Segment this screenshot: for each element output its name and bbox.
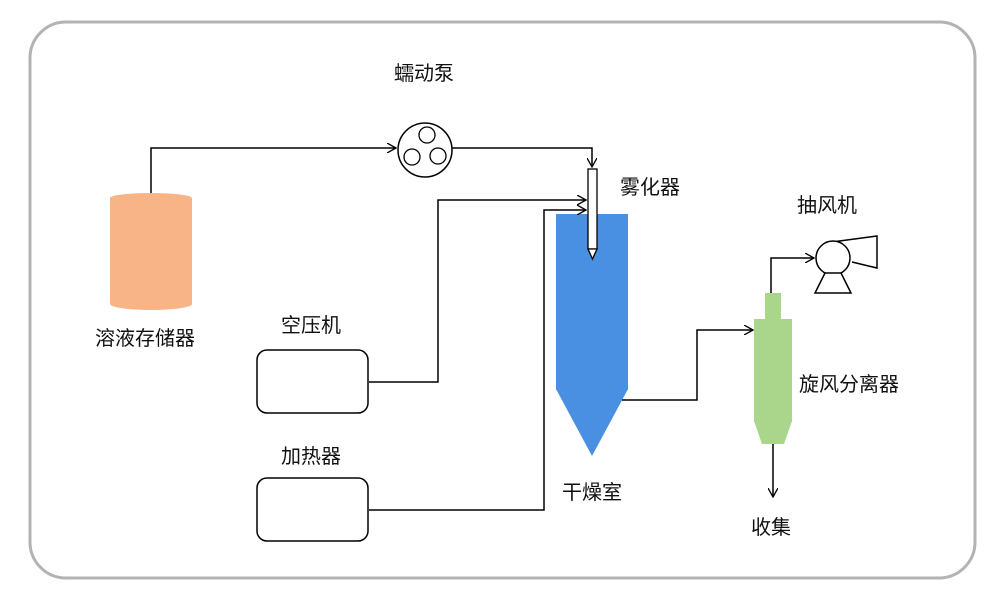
pipe-tank-to-pump [150, 148, 396, 193]
cyclone-body [754, 319, 792, 422]
solution-tank [110, 193, 192, 310]
tank-top [110, 193, 192, 203]
cyclone-outlet [765, 293, 781, 321]
pump-roller-left [403, 148, 421, 166]
pipe-cyclone-to-fan [770, 258, 814, 293]
peristaltic-pump [397, 122, 453, 178]
cyclone-separator [754, 293, 792, 444]
label-solution-tank: 溶液存储器 [95, 326, 195, 350]
pipe-chamber-to-cyclone [622, 330, 753, 401]
drying-chamber [556, 214, 628, 456]
label-air-compressor: 空压机 [281, 313, 341, 337]
label-collection: 收集 [751, 515, 791, 539]
tank-bottom [110, 298, 192, 310]
pump-roller-right [429, 147, 447, 165]
air-compressor-box [256, 349, 369, 414]
chamber-cone [556, 389, 628, 456]
fan-impeller-housing [815, 240, 851, 276]
pipe-heater-to-chamber [369, 210, 586, 511]
label-atomizer: 雾化器 [620, 175, 680, 199]
pump-roller-top [418, 126, 436, 144]
pipe-pump-to-atomizer [452, 147, 592, 167]
label-cyclone: 旋风分离器 [799, 372, 899, 396]
atomizer-tip [586, 248, 599, 261]
label-exhaust-fan: 抽风机 [797, 193, 857, 217]
heater-box [256, 477, 369, 542]
label-pump: 蠕动泵 [394, 61, 454, 85]
label-drying-chamber: 干燥室 [562, 480, 622, 504]
fan-stand [813, 272, 853, 294]
pipe-compressor-to-atomizer [369, 200, 586, 383]
atomizer-body [587, 168, 598, 250]
cyclone-cone [754, 421, 792, 444]
exhaust-fan [813, 235, 878, 294]
label-heater: 加热器 [281, 444, 341, 468]
outer-frame [28, 20, 977, 580]
atomizer [586, 168, 599, 261]
tank-body [110, 198, 192, 304]
